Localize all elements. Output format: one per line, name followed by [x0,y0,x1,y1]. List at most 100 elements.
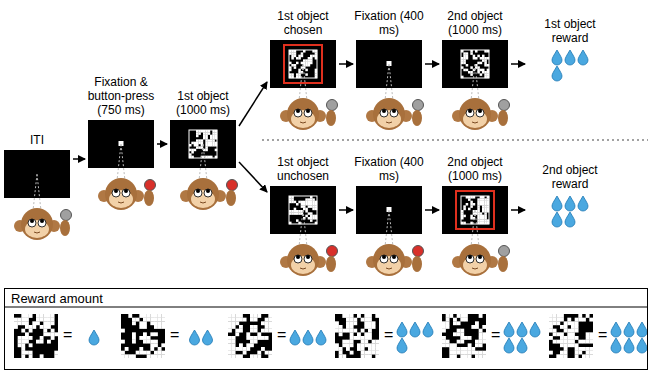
illustration-part [361,351,365,355]
illustration-part [466,64,469,67]
illustration-part [479,351,483,355]
illustration-part [60,220,70,236]
illustration-part [375,340,379,344]
illustration-part [457,340,461,344]
illustration-part [464,354,468,358]
illustration-part [239,314,243,318]
illustration-part [472,268,478,269]
illustration-part [335,343,339,347]
flow-arrow [239,82,267,126]
illustration-part [484,198,487,201]
step-label: 2nd object reward [531,163,609,191]
illustration-part [368,321,372,325]
illustration-part [161,354,165,358]
illustration-part [335,325,339,329]
illustration-part [196,135,199,138]
illustration-part [246,336,250,340]
illustration-part [446,340,450,344]
illustration-part [552,66,562,81]
illustration-part [205,132,208,135]
illustration-part [25,325,29,329]
illustration-part [312,203,315,206]
illustration-part [212,139,215,142]
illustration-part [296,203,299,206]
illustration-part [482,198,485,201]
illustration-part [504,338,514,353]
illustration-part [477,210,480,213]
illustration-part [463,110,487,128]
illustration-part [453,351,457,355]
illustration-part [397,338,407,353]
illustration-part [460,354,464,358]
illustration-part [556,318,560,322]
illustration-part [25,314,29,318]
illustration-part [482,351,486,355]
illustration-part [112,189,120,197]
illustration-part [235,347,239,351]
illustration-part [346,343,350,347]
illustration-part [477,219,480,222]
illustration-part [161,351,165,355]
illustration-part [327,100,338,111]
illustration-part [254,325,258,329]
illustration-part [257,314,261,318]
illustration-part [305,210,308,213]
illustration-part [335,314,379,358]
illustration-part [582,340,586,344]
illustration-part [310,212,313,215]
illustration-part [372,321,376,325]
illustration-part [556,354,560,358]
illustration-part [203,132,206,135]
illustration-part [368,354,372,358]
illustration-part [368,325,372,329]
illustration-part [357,314,361,318]
illustration-part [326,110,336,126]
illustration-part [296,109,300,113]
illustration-part [350,343,354,347]
illustration-part [476,255,484,263]
illustration-part [549,314,553,318]
illustration-part [470,52,473,55]
illustration-part [261,321,265,325]
illustration-part [446,314,450,318]
illustration-part [578,340,582,344]
illustration-part [460,336,464,340]
illustration-part [14,325,18,329]
illustration-part [460,329,464,333]
illustration-part [25,220,49,238]
illustration-part [460,351,464,355]
illustration-part [310,217,313,220]
illustration-part [51,329,55,333]
illustration-part [132,340,136,344]
illustration-part [476,109,484,117]
illustration-part [466,55,469,58]
illustration-part [484,217,487,220]
illustration-part [158,318,162,322]
illustration-part [239,329,243,333]
equals-sign: = [491,326,500,344]
illustration-part [243,351,247,355]
illustration-part [368,314,372,318]
illustration-part [468,208,471,211]
illustration-part [475,340,479,344]
illustration-part [32,325,36,329]
illustration-part [482,71,485,74]
illustration-part [449,354,453,358]
illustration-part [480,69,483,72]
illustration-part [308,212,311,215]
illustration-part [480,212,483,215]
illustration-part [139,351,143,355]
illustration-part [312,215,315,218]
illustration-part [196,132,199,135]
illustration-part [227,180,238,191]
illustration-part [43,332,47,336]
illustration-part [132,321,136,325]
illustration-part [154,354,158,358]
illustration-part [346,340,350,344]
illustration-part [353,336,357,340]
illustration-part [463,62,466,65]
flow-arrow [157,143,167,145]
illustration-part [150,347,154,351]
illustration-part [36,318,40,322]
illustration-part [470,205,473,208]
